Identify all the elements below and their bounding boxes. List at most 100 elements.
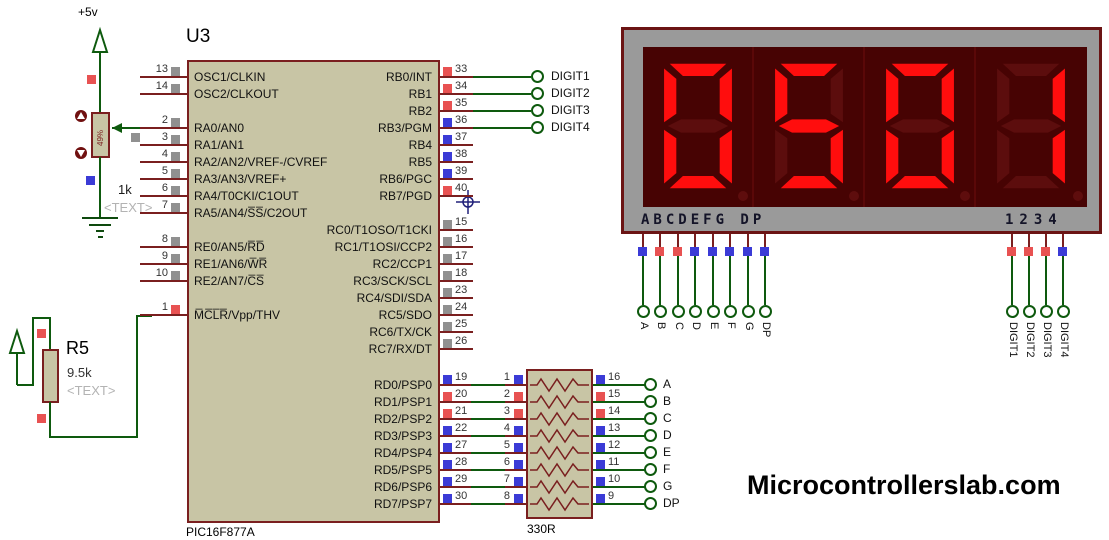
pin-state-indicator	[596, 443, 605, 452]
pin-state-indicator	[171, 152, 180, 161]
pin-number: 15	[608, 388, 621, 400]
terminal[interactable]	[644, 463, 657, 476]
terminal[interactable]	[742, 305, 755, 318]
pin-number: 29	[455, 473, 468, 485]
pin-state-indicator	[743, 247, 752, 256]
pin-wire	[440, 93, 473, 95]
pin-number: 20	[455, 388, 468, 400]
segment-B	[719, 68, 732, 123]
pin-state-indicator	[443, 101, 452, 110]
net-wire	[593, 401, 645, 403]
net-wire	[593, 452, 645, 454]
pin-state-indicator	[443, 409, 452, 418]
terminal-label: DIGIT2	[1024, 322, 1036, 358]
power-arrow-icon	[91, 26, 109, 53]
pin-wire	[440, 76, 473, 78]
pin-state-indicator	[443, 237, 452, 246]
pin-wire	[140, 161, 187, 163]
resistor-r5-body[interactable]	[42, 349, 59, 403]
terminal[interactable]	[644, 497, 657, 510]
terminal[interactable]	[637, 305, 650, 318]
terminal[interactable]	[644, 429, 657, 442]
terminal[interactable]	[654, 305, 667, 318]
terminal[interactable]	[644, 412, 657, 425]
pin-state-indicator	[443, 339, 452, 348]
terminal[interactable]	[531, 104, 544, 117]
terminal-label: C	[673, 322, 685, 330]
pin-state-indicator	[760, 247, 769, 256]
terminal[interactable]	[531, 87, 544, 100]
pin-label: RB5	[408, 155, 432, 169]
state-indicator	[87, 75, 96, 84]
seven-segment-display[interactable]: ABCDEFG DP 1234	[621, 27, 1102, 234]
terminal[interactable]	[644, 446, 657, 459]
resistor-network-body[interactable]	[526, 369, 593, 519]
segment-C	[941, 129, 954, 184]
pin-label: RD5/PSP5	[373, 463, 432, 477]
net-wire	[1011, 256, 1013, 305]
terminal[interactable]	[531, 121, 544, 134]
pin-wire	[440, 297, 473, 299]
pin-label: RE0/AN5/R̅D̅	[194, 240, 265, 254]
net-wire	[471, 469, 505, 471]
terminal[interactable]	[1057, 305, 1070, 318]
terminal[interactable]	[689, 305, 702, 318]
pin-label: RA1/AN1	[194, 138, 245, 152]
pin-state-indicator	[673, 247, 682, 256]
pin-number: 35	[455, 97, 468, 109]
terminal[interactable]	[1006, 305, 1019, 318]
net-wire	[593, 469, 645, 471]
segment-E	[997, 129, 1010, 184]
pin-number: 26	[455, 335, 468, 347]
r5-text-placeholder: <TEXT>	[67, 383, 116, 398]
pin-state-indicator	[171, 118, 180, 127]
pin-wire	[505, 452, 526, 454]
pin-wire	[440, 246, 473, 248]
terminal[interactable]	[644, 480, 657, 493]
pot-value: 1k	[118, 182, 132, 197]
terminal[interactable]	[1023, 305, 1036, 318]
pin-number: 1	[161, 301, 168, 313]
pin-state-indicator	[443, 460, 452, 469]
pin-state-indicator	[443, 443, 452, 452]
pin-wire	[505, 469, 526, 471]
pic16f877a-chip-body[interactable]	[187, 60, 440, 523]
segment-D	[891, 175, 949, 189]
pin-state-indicator	[443, 84, 452, 93]
terminal[interactable]	[707, 305, 720, 318]
display-digit-cell	[865, 47, 976, 207]
pin-number: 17	[455, 250, 468, 262]
pin-label: OSC1/CLKIN	[194, 70, 266, 84]
terminal-label: DIGIT4	[1058, 322, 1070, 358]
terminal-label: A	[638, 322, 650, 330]
pin-number: 3	[161, 131, 168, 143]
pin-number: 37	[455, 131, 468, 143]
pin-wire	[642, 234, 644, 247]
pin-state-indicator	[638, 247, 647, 256]
terminal[interactable]	[1040, 305, 1053, 318]
pin-label: RC1/T1OSI/CCP2	[334, 240, 432, 254]
pin-state-indicator	[171, 305, 180, 314]
pin-wire	[505, 486, 526, 488]
net-wire	[471, 384, 505, 386]
terminal[interactable]	[644, 395, 657, 408]
pin-state-indicator	[514, 426, 523, 435]
segment-C	[830, 129, 843, 184]
terminal[interactable]	[531, 70, 544, 83]
resistor-zigzag-icons	[530, 377, 589, 512]
pin-state-indicator	[171, 271, 180, 280]
terminal[interactable]	[672, 305, 685, 318]
terminal[interactable]	[759, 305, 772, 318]
pin-number: 14	[608, 405, 621, 417]
terminal[interactable]	[644, 378, 657, 391]
power-arrow-icon	[8, 327, 26, 354]
decimal-point	[849, 191, 859, 201]
chip-reference: U3	[186, 26, 211, 47]
watermark: Microcontrollerslab.com	[747, 470, 1061, 500]
pin-label: RB1	[408, 87, 432, 101]
resistor-network-value: 330R	[527, 522, 556, 536]
pin-state-indicator	[443, 322, 452, 331]
pin-wire	[505, 418, 526, 420]
terminal[interactable]	[724, 305, 737, 318]
supply-voltage-label: +5v	[78, 5, 98, 19]
